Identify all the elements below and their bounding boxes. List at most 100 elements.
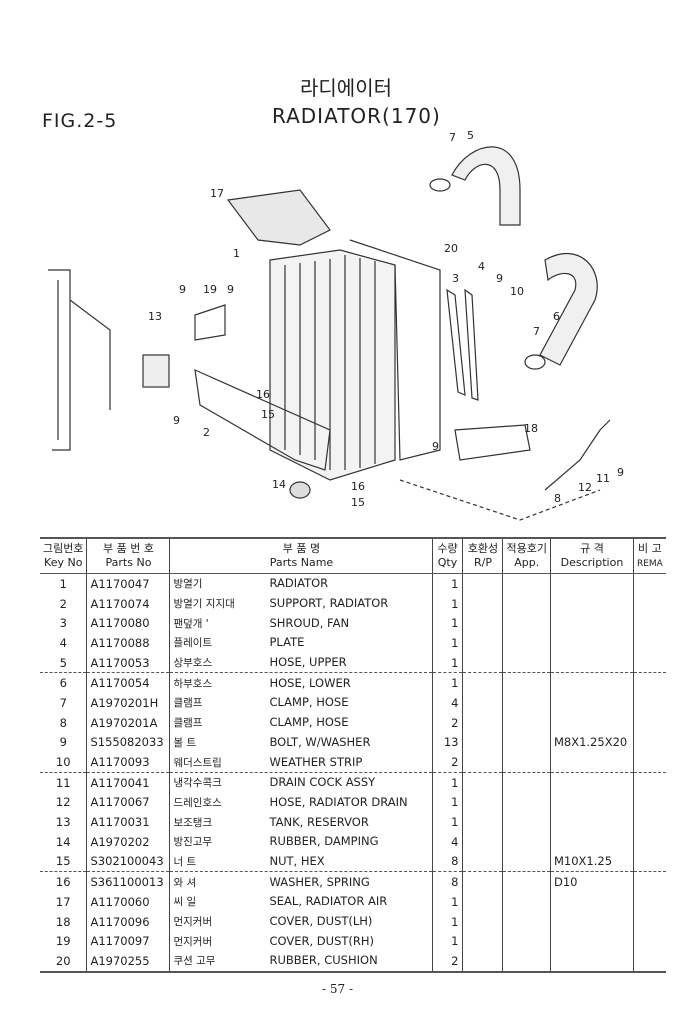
description: [549, 652, 634, 674]
quantity: 1: [432, 613, 463, 634]
app-cell: [502, 752, 551, 773]
description: [549, 613, 634, 634]
description: [549, 772, 634, 793]
description: [549, 752, 634, 773]
callout-number: 17: [210, 187, 224, 200]
callout-number: 12: [578, 481, 592, 494]
part-name-en: SEAL, RADIATOR AIR: [269, 894, 388, 909]
key-no: 12: [55, 795, 71, 810]
app-cell: [502, 593, 551, 614]
header-pn-ko: 부 품 번 호: [102, 542, 154, 555]
remark-cell: [632, 931, 666, 952]
part-number: A1170041: [86, 772, 170, 793]
callout-number: 1: [233, 247, 240, 260]
quantity: 1: [432, 911, 463, 932]
part-number: A1170088: [86, 633, 170, 653]
key-no: 16: [55, 875, 71, 890]
part-name-ko: 와 셔: [173, 876, 197, 889]
key-no: 4: [59, 635, 67, 650]
rp-cell: [462, 772, 503, 793]
quantity: 1: [432, 892, 463, 912]
part-name-ko: 냉각수콕크: [173, 777, 222, 790]
quantity: 8: [432, 851, 463, 873]
callout-number: 16: [256, 388, 270, 401]
part-name-ko: 방열기: [173, 578, 203, 591]
part-name-ko: 먼지커버: [173, 916, 213, 929]
quantity: 1: [432, 573, 463, 594]
remark-cell: [632, 871, 666, 892]
quantity: 8: [432, 871, 463, 892]
key-no: 1: [59, 576, 67, 591]
app-cell: [502, 652, 551, 674]
quantity: 2: [432, 752, 463, 773]
part-number: S155082033: [86, 732, 170, 753]
callout-number: 3: [452, 272, 459, 285]
quantity: 4: [432, 693, 463, 713]
rp-cell: [462, 931, 503, 952]
rp-cell: [462, 752, 503, 773]
shroud-drawing: [349, 239, 441, 461]
part-name-en: CLAMP, HOSE: [269, 695, 349, 710]
key-no: 9: [59, 735, 67, 750]
part-name-ko: 보조탱크: [173, 816, 213, 829]
part-name-ko: 방열기 지지대: [173, 598, 235, 611]
quantity: 1: [432, 772, 463, 793]
rp-cell: [462, 712, 503, 733]
callout-number: 6: [553, 310, 560, 323]
rp-cell: [462, 633, 503, 653]
callout-number: 2: [203, 426, 210, 439]
rp-cell: [462, 951, 503, 973]
part-name-en: SHROUD, FAN: [269, 615, 350, 630]
rp-cell: [462, 792, 503, 813]
description: [549, 593, 634, 614]
rp-cell: [462, 812, 503, 832]
callout-number: 18: [524, 422, 538, 435]
key-no: 19: [55, 934, 71, 949]
callout-number: 9: [179, 283, 186, 296]
header-rp-en: R/P: [473, 556, 492, 569]
remark-cell: [632, 732, 666, 753]
part-name-ko: 씨 일: [173, 896, 197, 909]
header-desc-ko: 규 격: [580, 542, 604, 555]
header-qty-ko: 수량: [437, 542, 458, 555]
remark-cell: [632, 851, 666, 873]
rp-cell: [462, 652, 503, 674]
description: [549, 712, 634, 733]
part-number: A1170093: [86, 752, 170, 773]
part-name-en: HOSE, RADIATOR DRAIN: [269, 794, 408, 809]
rp-cell: [462, 871, 503, 892]
part-name-en: CLAMP, HOSE: [269, 715, 349, 730]
part-name-en: TANK, RESERVOR: [269, 814, 369, 829]
description: M8X1.25X20: [549, 732, 634, 753]
description: [549, 812, 634, 832]
callout-number: 10: [510, 285, 524, 298]
quantity: 1: [432, 812, 463, 832]
header-rema-en: REMA: [636, 558, 663, 569]
seal-drawing: [226, 189, 331, 246]
callout-number: 15: [351, 496, 365, 509]
part-name-en: COVER, DUST(RH): [269, 933, 375, 948]
remark-cell: [632, 812, 666, 832]
remark-cell: [632, 613, 666, 634]
quantity: 2: [432, 951, 463, 973]
quantity: 1: [432, 672, 463, 694]
part-name-en: HOSE, UPPER: [269, 655, 347, 670]
key-no: 13: [55, 815, 71, 830]
title-english: RADIATOR(170): [272, 104, 441, 128]
header-app-en: App.: [514, 556, 540, 569]
callout-number: 20: [444, 242, 458, 255]
quantity: 13: [432, 732, 463, 753]
part-name-en: WEATHER STRIP: [269, 754, 363, 769]
part-name-en: PLATE: [269, 635, 305, 650]
key-no: 3: [59, 616, 67, 631]
